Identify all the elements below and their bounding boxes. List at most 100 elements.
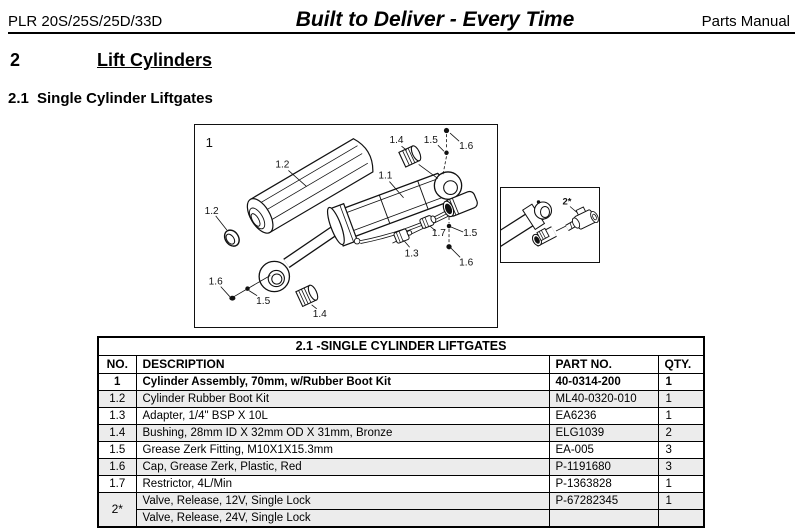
valve-inset-drawing: 2* [501,197,599,247]
clevis-eye [433,171,463,200]
table-row: 1.3 Adapter, 1/4" BSP X 10L EA6236 1 [97,407,705,425]
zerk-right-part [446,223,452,229]
exploded-view-diagram: 1 1.2 1.2 1.1 1.4 1.5 1.6 1.5 1.6 1.7 1.… [194,124,498,328]
cell-description: Valve, Release, 24V, Single Lock [135,509,550,528]
bushing-bottom [295,284,319,308]
callout-cylinder: 1.1 [378,171,392,182]
cell-description: Grease Zerk Fitting, M10X1X15.3mm [135,441,550,459]
zerk-on-collar [353,237,361,245]
inset-leader-line [569,206,578,213]
header-model-codes: PLR 20S/25S/25D/33D [8,13,163,30]
table-row: 1.5 Grease Zerk Fitting, M10X1X15.3mm EA… [97,441,705,459]
callout-boot-cap: 1.2 [205,206,219,217]
cell-qty [657,509,705,528]
cell-qty: 3 [657,458,705,476]
cell-description: Adapter, 1/4" BSP X 10L [135,407,550,425]
table-row: 1 Cylinder Assembly, 70mm, w/Rubber Boot… [97,373,705,391]
cell-description: Cylinder Rubber Boot Kit [135,390,550,408]
cell-qty: 1 [657,390,705,408]
cylinder-exploded-drawing: 1 1.2 1.2 1.1 1.4 1.5 1.6 1.5 1.6 1.7 1.… [205,127,478,320]
parts-table: 2.1 -SINGLE CYLINDER LIFTGATES NO. DESCR… [97,336,706,528]
cylinder-collar [326,202,361,247]
header-rule [8,32,795,34]
table-row: 1.6 Cap, Grease Zerk, Plastic, Red P-119… [97,458,705,476]
cell-qty: 2 [657,424,705,442]
callout-boot: 1.2 [275,159,289,170]
subsection-title: Single Cylinder Liftgates [37,90,213,107]
cap-top-part [443,127,450,134]
cell-no: 1.7 [97,475,137,493]
adapter-fitting [393,228,413,244]
cell-no: 1 [97,373,137,391]
hydraulic-hose [359,210,448,244]
zerk-top-part [444,150,449,155]
cell-no: 1.5 [97,441,137,459]
table-row: 1.2 Cylinder Rubber Boot Kit ML40-0320-0… [97,390,705,408]
callout-cap-top: 1.6 [459,141,473,152]
subsection-number: 2.1 [8,90,29,107]
cell-no: 1.4 [97,424,137,442]
table-title: 2.1 -SINGLE CYLINDER LIFTGATES [97,336,705,356]
callout-cap-bottom: 1.6 [209,277,223,288]
cell-part-no: P-1363828 [548,475,659,493]
column-header-description: DESCRIPTION [135,355,550,374]
header-slogan: Built to Deliver - Every Time [295,8,575,31]
cell-description: Valve, Release, 12V, Single Lock [135,492,550,510]
callout-bushing-bottom: 1.4 [313,309,327,320]
cell-description: Cap, Grease Zerk, Plastic, Red [135,458,550,476]
piston-rod [283,226,338,268]
callout-adapter: 1.3 [405,248,419,259]
cell-no: 1.3 [97,407,137,425]
dashed-axes [442,134,450,244]
table-header-row: NO. DESCRIPTION PART NO. QTY. [97,355,705,374]
bushing-top [398,145,422,168]
table-row: 1.7 Restrictor, 4L/Min P-1363828 1 [97,475,705,493]
valve-inset-diagram: 2* [500,187,600,263]
cell-qty: 1 [657,373,705,391]
cap-right-part [446,244,452,250]
cap-bottom-part [229,295,236,301]
hose-port-block [442,190,478,218]
figure-label: 1 [206,135,213,150]
restrictor-fitting [419,215,437,229]
column-header-qty: QTY. [657,355,705,374]
cell-description: Bushing, 28mm ID X 32mm OD X 31mm, Bronz… [135,424,550,442]
cell-qty: 1 [657,407,705,425]
inset-axis-line [555,225,567,232]
callout-zerk-bottom: 1.5 [256,296,270,307]
table-row: 1.4 Bushing, 28mm ID X 32mm OD X 31mm, B… [97,424,705,442]
cell-part-no: P-67282345 [548,492,659,510]
cell-qty: 3 [657,441,705,459]
bottom-axis-line [233,275,271,298]
boot-cap [223,229,240,247]
callout-zerk-top: 1.5 [424,135,438,146]
cell-part-no: ML40-0320-010 [548,390,659,408]
inset-port-tube [531,226,557,247]
release-valve [571,206,599,230]
inset-cylinder-end [501,200,553,247]
callout-restrictor: 1.7 [432,228,446,239]
header-doc-type: Parts Manual [701,13,790,30]
cell-qty: 1 [657,492,705,510]
leader-lines [215,132,464,310]
cell-part-no: ELG1039 [548,424,659,442]
cell-part-no: EA6236 [548,407,659,425]
cell-no: 1.2 [97,390,137,408]
callout-bushing-top: 1.4 [389,135,403,146]
table-row: Valve, Release, 24V, Single Lock [98,509,705,528]
rod-end-eye [258,260,291,293]
cell-part-no [548,509,659,528]
inset-adapter [565,220,576,232]
column-header-no: NO. [97,355,137,374]
cell-part-no: 40-0314-200 [548,373,659,391]
callout-valve: 2* [563,197,572,208]
callout-cap-right: 1.6 [459,257,473,268]
section-number: 2 [10,50,21,70]
table-title-row: 2.1 -SINGLE CYLINDER LIFTGATES [97,336,705,356]
rubber-boot [246,138,374,234]
cell-description: Restrictor, 4L/Min [135,475,550,493]
cell-qty: 1 [657,475,705,493]
cell-no-valve: 2* [97,492,137,528]
cell-part-no: EA-005 [548,441,659,459]
table-row: 2* Valve, Release, 12V, Single Lock P-67… [97,492,705,528]
